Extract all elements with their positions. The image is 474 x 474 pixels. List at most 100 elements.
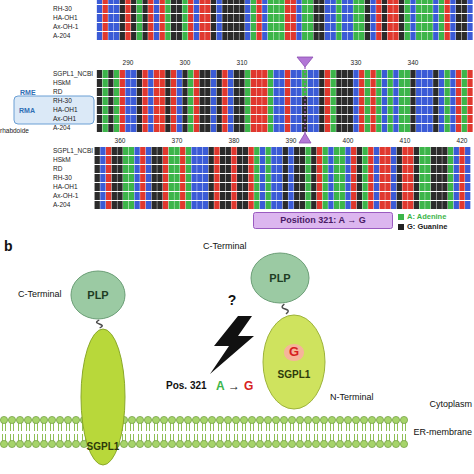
alignment-cell bbox=[160, 106, 165, 114]
alignment-cell bbox=[325, 14, 330, 22]
alignment-cell bbox=[351, 147, 356, 155]
alignment-cell bbox=[222, 0, 227, 4]
alignment-cell bbox=[160, 0, 165, 4]
alignment-cell bbox=[134, 156, 139, 164]
alignment-cell bbox=[211, 23, 216, 31]
alignment-cell bbox=[342, 0, 347, 4]
text-label: SGPL1_NCBI bbox=[53, 71, 93, 78]
alignment-cell bbox=[251, 106, 256, 114]
alignment-cell bbox=[254, 201, 259, 209]
alignment-cell bbox=[231, 147, 236, 155]
alignment-cell bbox=[209, 156, 214, 164]
alignment-cell bbox=[459, 156, 464, 164]
alignment-cell bbox=[177, 97, 182, 105]
alignment-cell bbox=[188, 106, 193, 114]
alignment-cell bbox=[237, 147, 242, 155]
alignment-cell bbox=[340, 156, 345, 164]
alignment-cell bbox=[385, 147, 390, 155]
alignment-cell bbox=[325, 5, 330, 13]
alignment-cell bbox=[171, 88, 176, 96]
lipid-head bbox=[352, 440, 359, 447]
alignment-cell bbox=[234, 115, 239, 123]
alignment-cell bbox=[220, 201, 225, 209]
alignment-cell bbox=[180, 147, 185, 155]
lipid-tail bbox=[2, 434, 3, 441]
alignment-cell bbox=[165, 70, 170, 78]
alignment-cell bbox=[331, 23, 336, 31]
lipid-tail bbox=[66, 423, 67, 431]
alignment-cell bbox=[380, 147, 385, 155]
text-label: C-Terminal bbox=[18, 290, 62, 299]
text-label: C-Terminal bbox=[203, 242, 247, 251]
lipid-head bbox=[160, 416, 167, 423]
lipid-tail bbox=[221, 423, 222, 431]
lipid-head bbox=[224, 440, 231, 447]
lipid-head bbox=[120, 440, 127, 447]
lipid-head bbox=[160, 440, 167, 447]
alignment-cell bbox=[142, 106, 147, 114]
alignment-cell bbox=[211, 70, 216, 78]
lipid-head bbox=[368, 440, 375, 447]
alignment-cell bbox=[125, 5, 130, 13]
alignment-cell bbox=[370, 0, 375, 4]
alignment-cell bbox=[188, 124, 193, 132]
alignment-cell bbox=[279, 124, 284, 132]
alignment-cell bbox=[353, 70, 358, 78]
alignment-cell bbox=[456, 70, 461, 78]
alignment-cell bbox=[180, 201, 185, 209]
alignment-cell bbox=[296, 88, 301, 96]
lipid-tail bbox=[282, 434, 283, 441]
alignment-cell bbox=[106, 183, 111, 191]
alignment-cell bbox=[117, 165, 122, 173]
alignment-cell bbox=[148, 0, 153, 4]
alignment-cell bbox=[220, 174, 225, 182]
alignment-cell bbox=[123, 201, 128, 209]
alignment-cell bbox=[437, 183, 442, 191]
alignment-cell bbox=[345, 174, 350, 182]
alignment-cell bbox=[171, 115, 176, 123]
alignment-cell bbox=[157, 201, 162, 209]
alignment-cell bbox=[416, 79, 421, 87]
alignment-cell bbox=[100, 174, 105, 182]
alignment-cell bbox=[260, 174, 265, 182]
alignment-cell bbox=[408, 165, 413, 173]
alignment-cell bbox=[186, 201, 191, 209]
lipid-tail bbox=[210, 423, 211, 431]
alignment-cell bbox=[433, 106, 438, 114]
mutation-marker-line bbox=[304, 67, 305, 133]
alignment-cell bbox=[194, 32, 199, 40]
lipid-tail bbox=[237, 423, 238, 431]
alignment-cell bbox=[125, 97, 130, 105]
text-label: rhabdoide bbox=[0, 128, 29, 135]
alignment-cell bbox=[106, 174, 111, 182]
lipid-head bbox=[288, 440, 295, 447]
alignment-cell bbox=[467, 0, 472, 4]
alignment-cell bbox=[388, 88, 393, 96]
alignment-cell bbox=[256, 88, 261, 96]
alignment-cell bbox=[416, 23, 421, 31]
alignment-cell bbox=[300, 165, 305, 173]
alignment-cell bbox=[437, 165, 442, 173]
alignment-cell bbox=[328, 192, 333, 200]
alignment-cell bbox=[182, 32, 187, 40]
alignment-cell bbox=[376, 88, 381, 96]
alignment-cell bbox=[131, 0, 136, 4]
lipid-tail bbox=[218, 423, 219, 431]
alignment-cell bbox=[262, 14, 267, 22]
alignment-cell bbox=[311, 183, 316, 191]
alignment-cell bbox=[302, 23, 307, 31]
alignment-cell bbox=[97, 23, 102, 31]
alignment-cell bbox=[414, 156, 419, 164]
alignment-cell bbox=[268, 32, 273, 40]
alignment-cell bbox=[399, 14, 404, 22]
lipid-tail bbox=[354, 423, 355, 431]
alignment-cell bbox=[108, 23, 113, 31]
alignment-cell bbox=[294, 147, 299, 155]
lipid-tail bbox=[61, 434, 62, 441]
alignment-cell bbox=[146, 201, 151, 209]
alignment-cell bbox=[160, 23, 165, 31]
alignment-cell bbox=[188, 97, 193, 105]
alignment-cell bbox=[351, 192, 356, 200]
alignment-cell bbox=[427, 0, 432, 4]
alignment-cell bbox=[214, 183, 219, 191]
